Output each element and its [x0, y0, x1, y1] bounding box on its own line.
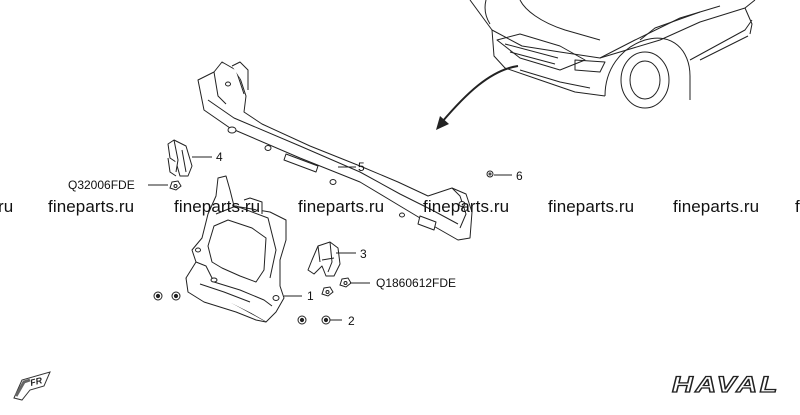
- nut-mid: [321, 286, 334, 297]
- bolt-group-left: [153, 291, 181, 301]
- callout-part-5: 5: [358, 160, 365, 174]
- reference-arrow: [436, 65, 519, 130]
- watermark-2: fineparts.ru: [174, 197, 261, 216]
- callout-code-left: Q32006FDE: [68, 178, 135, 192]
- callout-part-6: 6: [516, 169, 523, 183]
- callout-part-2: 2: [348, 314, 355, 328]
- watermark-4: fineparts.ru: [423, 197, 510, 216]
- haval-logo-text: HAVAL: [672, 372, 780, 397]
- lower-bracket: [185, 175, 287, 323]
- bracket-right: [307, 241, 341, 277]
- watermark-partial-left: ru: [0, 197, 14, 216]
- watermark-1: fineparts.ru: [48, 197, 135, 216]
- callout-code-right: Q1860612FDE: [376, 276, 456, 290]
- nut-left-code: [169, 180, 182, 191]
- watermark-5: fineparts.ru: [548, 197, 635, 216]
- watermark-6: fineparts.ru: [673, 197, 760, 216]
- callout-part-4: 4: [216, 150, 223, 164]
- watermark-partial-right: f: [795, 197, 800, 216]
- front-direction-label: FR: [29, 375, 44, 388]
- vehicle-front-illustration: [469, 0, 756, 109]
- bolt-group-part-2: [297, 315, 331, 325]
- haval-logo: HAVAL: [671, 371, 780, 397]
- front-direction-badge: FR: [13, 371, 51, 401]
- callout-part-1: 1: [307, 289, 314, 303]
- bracket-left: [167, 139, 193, 177]
- watermark-3: fineparts.ru: [298, 197, 385, 216]
- nut-right-code: [339, 277, 352, 288]
- leader-lines: [148, 156, 512, 321]
- callout-part-3: 3: [360, 247, 367, 261]
- upper-cross-member: [197, 61, 473, 241]
- clip: [486, 170, 494, 178]
